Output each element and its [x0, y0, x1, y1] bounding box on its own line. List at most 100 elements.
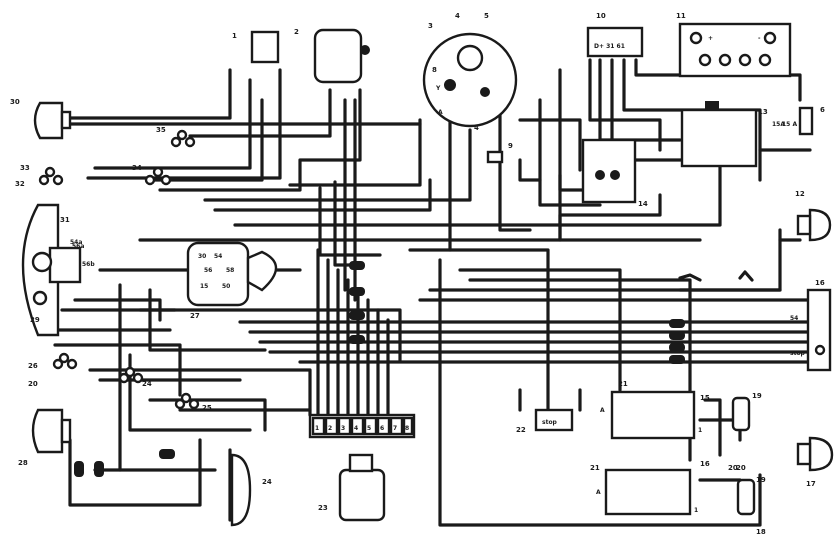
svg-text:23: 23	[318, 504, 328, 512]
component-10: D+ 31 61 10	[586, 12, 644, 58]
svg-text:stop: stop	[790, 350, 806, 357]
svg-text:A: A	[438, 109, 443, 116]
svg-text:4: 4	[455, 12, 460, 20]
svg-text:30: 30	[10, 98, 20, 106]
svg-text:4: 4	[354, 425, 358, 432]
component-22: stop 22	[516, 408, 574, 434]
svg-text:9: 9	[508, 142, 513, 150]
svg-text:6: 6	[380, 425, 384, 432]
svg-text:31: 31	[60, 216, 70, 224]
svg-text:Y: Y	[435, 85, 441, 92]
svg-text:30: 30	[198, 253, 206, 260]
bulb-24b: 24	[118, 366, 152, 388]
svg-text:15 A: 15 A	[782, 121, 797, 128]
label-15: 15	[700, 394, 710, 402]
component-31: 31 56a 56b	[31, 216, 95, 284]
svg-text:16: 16	[815, 279, 825, 287]
svg-text:21: 21	[590, 464, 600, 472]
svg-text:24: 24	[142, 380, 152, 388]
component-12: 12	[795, 190, 832, 242]
svg-text:5: 5	[484, 12, 489, 20]
label-20c: 20	[28, 380, 38, 388]
terminal-15a: 15A	[772, 121, 785, 128]
svg-text:1: 1	[232, 32, 237, 40]
svg-text:-: -	[758, 35, 761, 42]
component-17: 17	[796, 436, 834, 488]
component-6: 6 15 A	[782, 106, 825, 136]
component-16: 16 54 stop	[790, 279, 832, 372]
svg-text:D+ 31 61: D+ 31 61	[594, 43, 625, 50]
svg-text:stop: stop	[542, 419, 558, 426]
inline-fuses	[74, 261, 685, 477]
component-2: 2	[294, 28, 370, 84]
svg-text:22: 22	[516, 426, 526, 434]
component-21a: 21 A	[600, 380, 696, 440]
bulb-26: 26	[28, 352, 78, 370]
svg-text:8: 8	[405, 425, 409, 432]
svg-text:20: 20	[736, 464, 746, 472]
svg-text:10: 10	[596, 12, 606, 20]
component-14: 14	[581, 138, 648, 208]
bulb-35: 35	[156, 126, 196, 148]
fuse-strip: 1 2 3 4 5 6 7 8	[308, 413, 416, 439]
svg-text:12: 12	[795, 190, 805, 198]
svg-text:3: 3	[341, 425, 345, 432]
svg-text:29: 29	[30, 316, 40, 324]
component-3: 3 4 5 8 Y A	[422, 12, 518, 128]
component-24: 24	[230, 453, 272, 527]
component-1: 1	[232, 30, 280, 64]
bulb-33: 33	[20, 164, 64, 186]
svg-text:A: A	[596, 489, 601, 496]
svg-text:2: 2	[294, 28, 299, 36]
svg-text:54: 54	[214, 253, 222, 260]
component-19b: 19 18	[736, 476, 766, 536]
svg-text:24: 24	[262, 478, 272, 486]
svg-text:50: 50	[222, 283, 230, 290]
svg-text:17: 17	[806, 480, 816, 488]
component-21b: 21 A	[590, 464, 692, 516]
svg-text:32: 32	[15, 180, 25, 188]
svg-text:56: 56	[204, 267, 212, 274]
terminal-54a: 54a	[70, 239, 82, 246]
svg-text:2: 2	[328, 425, 332, 432]
bulb-34: 34	[132, 164, 172, 186]
svg-text:6: 6	[820, 106, 825, 114]
svg-text:19: 19	[752, 392, 762, 400]
terminal-1a: 1	[698, 427, 702, 434]
svg-text:35: 35	[156, 126, 166, 134]
bulb-25: 25	[174, 392, 212, 412]
terminal-4: 4	[474, 124, 479, 132]
svg-text:18: 18	[756, 528, 766, 536]
svg-text:56b: 56b	[82, 261, 95, 268]
component-11: 11 + -	[676, 12, 792, 78]
terminal-1b: 1	[694, 507, 698, 514]
svg-text:56a: 56a	[72, 243, 84, 250]
svg-text:19: 19	[756, 476, 766, 484]
svg-text:25: 25	[202, 404, 212, 412]
component-19a: 19 20	[731, 392, 762, 472]
svg-text:7: 7	[393, 425, 397, 432]
svg-text:11: 11	[676, 12, 686, 20]
svg-text:58: 58	[226, 267, 234, 274]
svg-text:33: 33	[20, 164, 30, 172]
component-13: 13	[680, 101, 768, 168]
svg-text:13: 13	[758, 108, 768, 116]
svg-text:8: 8	[432, 66, 437, 74]
svg-text:1: 1	[315, 425, 319, 432]
svg-text:34: 34	[132, 164, 142, 172]
svg-text:21: 21	[618, 380, 628, 388]
component-28: 28	[18, 408, 72, 467]
svg-text:3: 3	[428, 22, 433, 30]
svg-text:27: 27	[190, 312, 200, 320]
component-23: 23	[318, 453, 386, 522]
svg-text:+: +	[708, 35, 713, 42]
svg-text:14: 14	[638, 200, 648, 208]
label-16b: 16	[700, 460, 710, 468]
wire-harness	[53, 58, 812, 527]
component-9: 9	[486, 142, 513, 164]
svg-text:28: 28	[18, 459, 28, 467]
component-29: 29	[30, 290, 48, 324]
svg-text:A: A	[600, 407, 605, 414]
svg-text:5: 5	[367, 425, 371, 432]
